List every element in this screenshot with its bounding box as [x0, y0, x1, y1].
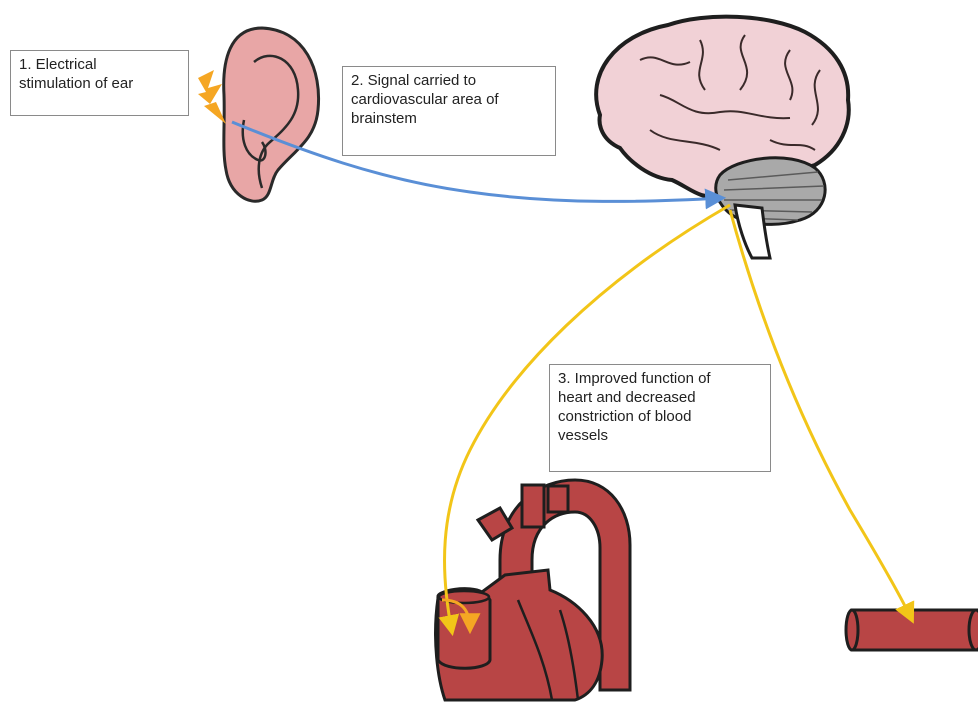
- blood-vessel-icon: [846, 610, 978, 650]
- label-step-2-line-1: 2. Signal carried to: [351, 71, 547, 90]
- label-step-1-line-2: stimulation of ear: [19, 74, 180, 93]
- lightning-icon: [198, 70, 226, 124]
- label-step-2: 2. Signal carried to cardiovascular area…: [342, 66, 556, 156]
- label-step-1-line-1: 1. Electrical: [19, 55, 180, 74]
- label-step-2-line-2: cardiovascular area of: [351, 90, 547, 109]
- label-step-3: 3. Improved function of heart and decrea…: [549, 364, 771, 472]
- label-step-3-line-1: 3. Improved function of: [558, 369, 762, 388]
- label-step-1: 1. Electrical stimulation of ear: [10, 50, 189, 116]
- label-step-3-line-2: heart and decreased: [558, 388, 762, 407]
- ear-icon: [224, 28, 319, 201]
- label-step-3-line-3: constriction of blood: [558, 407, 762, 426]
- heart-icon: [436, 480, 630, 700]
- label-step-3-line-4: vessels: [558, 426, 762, 445]
- label-step-2-line-3: brainstem: [351, 109, 547, 128]
- brain-icon: [596, 17, 849, 258]
